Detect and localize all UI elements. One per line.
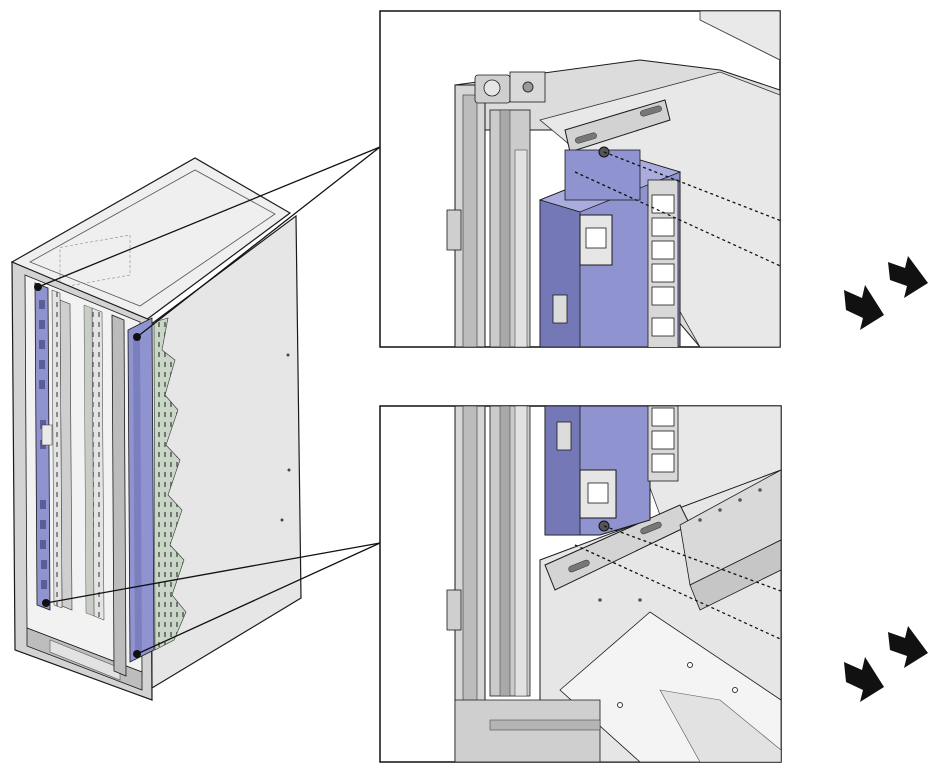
leader-lines [37,146,381,655]
front-rail-perforated-left [51,289,63,609]
outlet-icon [651,430,675,450]
removal-arrow-icon [888,626,928,668]
rack-top-inner [29,169,276,307]
rack-right-post [111,314,127,677]
outlet-icon [651,263,675,283]
screw-icon [817,281,840,300]
screw-icon [817,654,840,673]
outlet-icon [651,194,675,214]
washer-icon [794,638,812,662]
outlet-icon [651,217,675,237]
washer-icon [833,233,851,257]
outlet-column [647,406,679,482]
washer-icon [833,602,851,626]
screw-path-lines [574,151,780,267]
detail-top [379,10,879,348]
outlet-icon [651,407,675,427]
detail-bottom [379,405,879,763]
removal-arrow-icon [844,285,884,330]
outlet-icon [651,240,675,260]
screw-icon [856,618,879,638]
washer-icon [794,265,812,289]
rack-overview [10,146,381,701]
screw-icon [856,248,879,266]
removal-arrow-icon [844,657,884,702]
left-pdu-outlets [39,300,47,589]
outlet-column [647,179,679,347]
cable-management-arm [153,317,187,651]
outlet-icon [651,286,675,306]
removal-arrow-icon [888,256,928,298]
outlet-icon [651,317,675,337]
outlet-icon [651,453,675,473]
screw-path-lines [574,525,781,641]
